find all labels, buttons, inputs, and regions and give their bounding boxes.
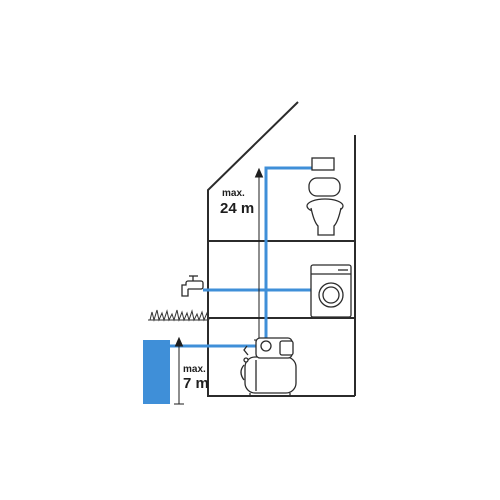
- riser-pipe: [264, 166, 312, 340]
- roof-line: [207, 101, 299, 318]
- outdoor-tap-icon: [181, 275, 204, 297]
- height-max-value: 24 m: [220, 200, 254, 217]
- height-max-prefix: max.: [222, 188, 245, 199]
- depth-max-value: 7 m: [183, 375, 209, 392]
- house-structure: [207, 101, 356, 397]
- washing-machine-icon: [310, 264, 352, 318]
- toilet-icon: [306, 157, 344, 236]
- basement-wall: [207, 318, 355, 397]
- depth-max-prefix: max.: [183, 364, 206, 375]
- height-measure: [254, 167, 264, 341]
- pump-icon: [240, 337, 297, 396]
- grass-icon: [148, 309, 210, 322]
- well-icon: [143, 340, 170, 404]
- depth-measure: [174, 336, 184, 405]
- water-pipes: [170, 166, 312, 348]
